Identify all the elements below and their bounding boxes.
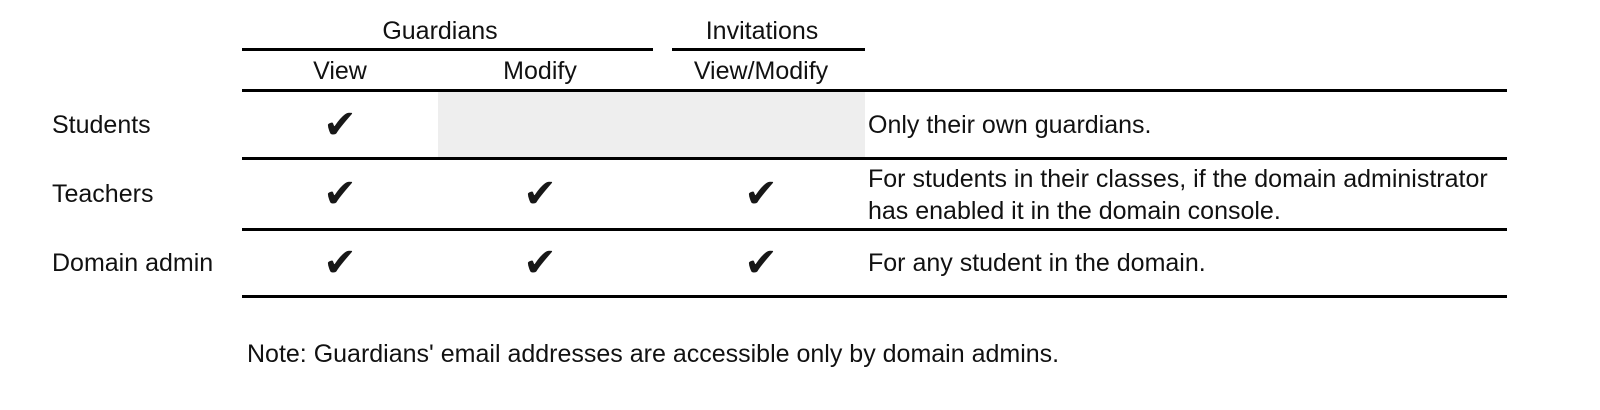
row-label-domain-admin: Domain admin [52,249,214,277]
check-teachers-guardians-modify: ✔ [523,171,557,217]
check-students-guardians-view: ✔ [323,102,357,148]
row-label-teachers: Teachers [52,180,154,208]
table-bottom-rule [242,295,1507,298]
group-rule-guardians [242,48,653,51]
footnote: Note: Guardians' email addresses are acc… [247,340,1060,368]
note-domain-admin: For any student in the domain. [868,249,1206,277]
column-group-guardians: Guardians [382,17,498,45]
check-teachers-guardians-view: ✔ [323,171,357,217]
check-teachers-invitations-view-modify: ✔ [744,171,778,217]
check-domain-admin-guardians-modify: ✔ [523,240,557,286]
header-bottom-rule [242,89,1507,92]
note-students: Only their own guardians. [868,111,1152,139]
row-rule-after-teachers [242,228,1507,231]
group-rule-invitations [672,48,865,51]
row-label-students: Students [52,111,151,139]
check-domain-admin-guardians-view: ✔ [323,240,357,286]
column-header-guardians-view: View [313,57,367,85]
column-header-invitations-view-modify: View/Modify [693,57,829,85]
row-rule-after-students [242,157,1507,160]
column-header-guardians-modify: Modify [503,57,577,85]
check-domain-admin-invitations-view-modify: ✔ [744,240,778,286]
note-teachers: For students in their classes, if the do… [868,165,1488,225]
not-applicable-shading-students [438,92,865,158]
column-group-invitations: Invitations [705,17,819,45]
